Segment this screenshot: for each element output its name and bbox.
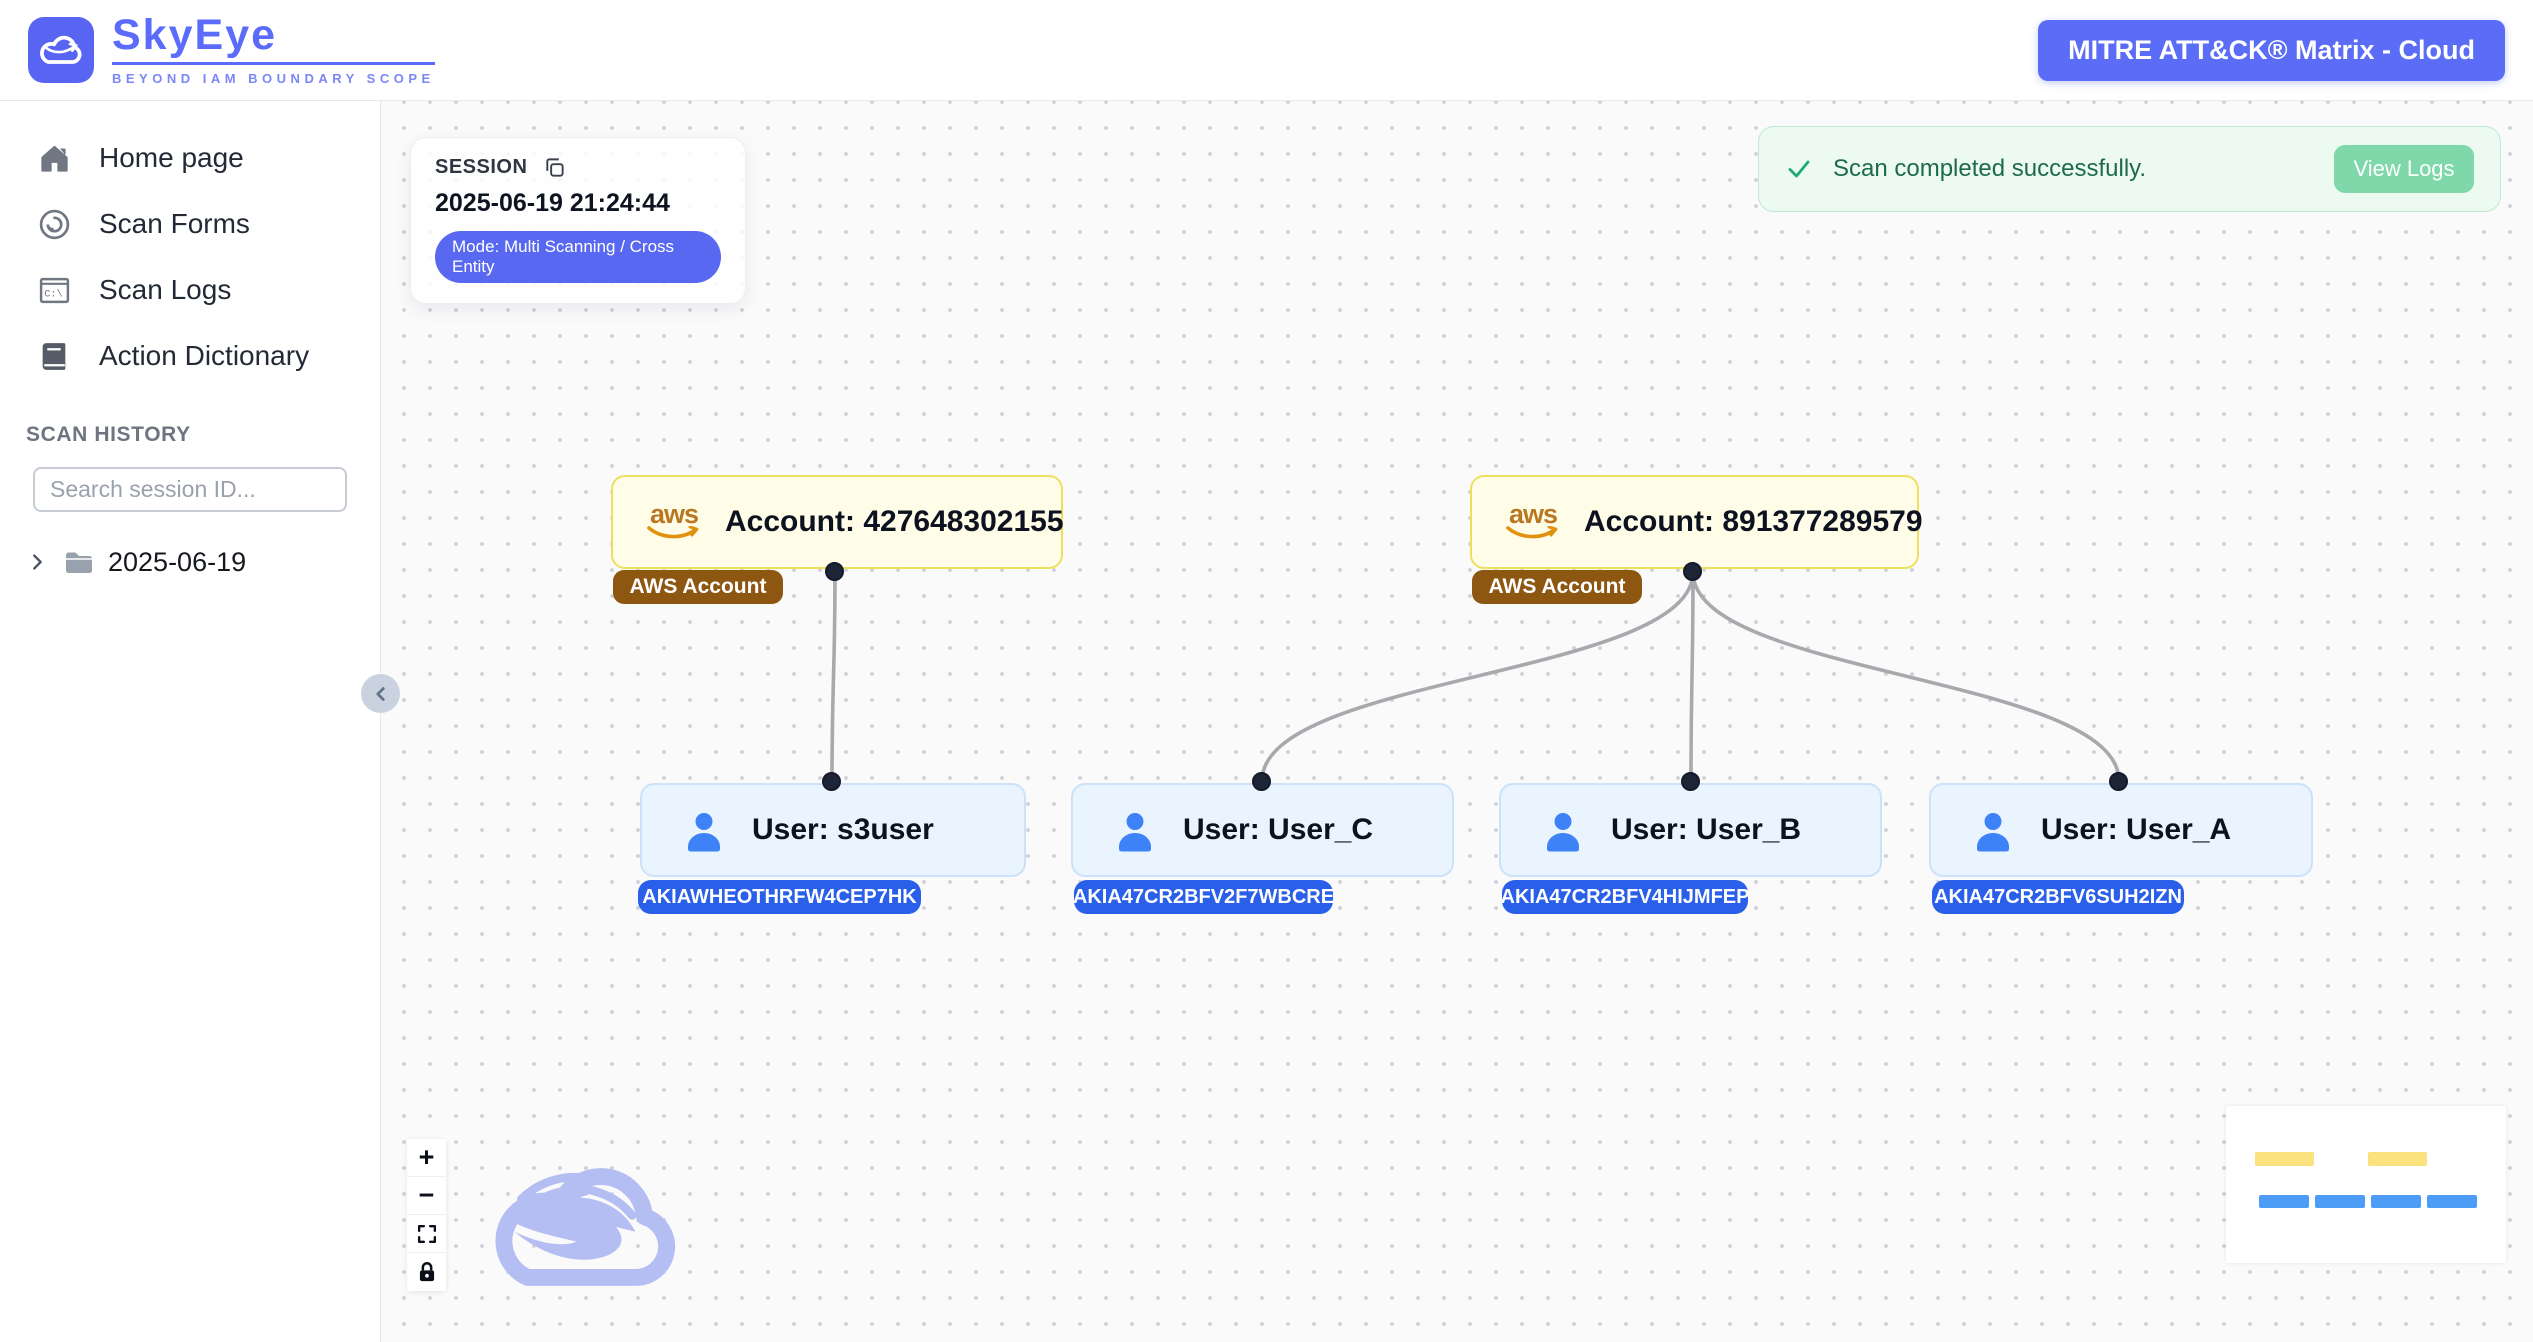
sidebar: Home page Scan Forms C:\ Scan Logs [0,101,381,1342]
sidebar-collapse-button[interactable] [361,674,400,713]
zoom-in-button[interactable]: + [407,1139,446,1177]
user-node-label: User: User_A [2041,813,2232,846]
fit-view-button[interactable] [407,1215,446,1253]
logo-cloud-icon [28,17,94,83]
check-icon [1785,155,1813,183]
edge-account2-userC [1260,571,1695,782]
graph-canvas[interactable]: SESSION 2025-06-19 21:24:44 Mode: Multi … [381,101,2533,1342]
session-card: SESSION 2025-06-19 21:24:44 Mode: Multi … [410,137,746,304]
home-icon [38,142,71,175]
handle-account1-bottom [825,562,844,581]
header: SkyEye BEYOND IAM BOUNDARY SCOPE MITRE A… [0,0,2533,101]
aws-account-type-badge: AWS Account [613,570,783,604]
copy-session-icon[interactable] [543,156,566,179]
minimap-user-node [2427,1195,2477,1208]
user-node-label: User: s3user [752,813,934,846]
minimap-user-node [2259,1195,2309,1208]
chevron-left-icon [370,683,392,705]
lock-button[interactable] [407,1253,446,1291]
node-user-user-b[interactable]: User: User_B [1499,783,1882,877]
user-icon [1113,808,1157,852]
handle-userC-top [1252,772,1271,791]
skyeye-watermark-icon [479,1147,694,1302]
folder-icon [62,546,94,578]
user-icon [1541,808,1585,852]
node-aws-account-427648302155[interactable]: aws Account: 427648302155 [611,475,1064,569]
toast-message: Scan completed successfully. [1833,155,2147,182]
action-dictionary-icon [38,340,71,373]
edge-account2-userB [1689,571,1695,782]
access-key-badge: AKIA47CR2BFV4HIJMFEP [1501,880,1749,914]
sidebar-item-action-dictionary[interactable]: Action Dictionary [0,323,380,389]
scan-complete-toast: Scan completed successfully. View Logs [1758,126,2501,212]
sidebar-item-home-page[interactable]: Home page [0,125,380,191]
zoom-out-button[interactable]: − [407,1177,446,1215]
account-node-label: Account: 891377289579 [1584,505,1923,538]
sidebar-item-label: Scan Forms [99,208,250,239]
node-user-user-c[interactable]: User: User_C [1071,783,1454,877]
scan-history-folder-2025-06-19[interactable]: 2025-06-19 [26,546,380,578]
node-user-s3user[interactable]: User: s3user [640,783,1026,877]
user-node-label: User: User_B [1611,813,1802,846]
wordmark: SkyEye BEYOND IAM BOUNDARY SCOPE [112,14,435,86]
node-aws-account-891377289579[interactable]: aws Account: 891377289579 [1470,475,1923,569]
edge-account1-s3user [830,571,837,782]
minimap-account-node [2255,1152,2314,1166]
user-icon [682,808,726,852]
app-tagline: BEYOND IAM BOUNDARY SCOPE [112,71,435,86]
sidebar-item-scan-forms[interactable]: Scan Forms [0,191,380,257]
handle-userB-top [1681,772,1700,791]
minimap-user-node [2371,1195,2421,1208]
session-timestamp: 2025-06-19 21:24:44 [435,189,670,217]
user-icon [1971,808,2015,852]
access-key-badge: AKIA47CR2BFV6SUH2IZN [1932,880,2184,914]
graph-edges [830,571,2121,782]
scan-forms-icon [38,208,71,241]
account-node-label: Account: 427648302155 [725,505,1064,538]
access-key-badge: AKIA47CR2BFV2F7WBCRE [1073,880,1334,914]
folder-label: 2025-06-19 [108,546,247,577]
canvas-controls: + − [407,1139,446,1291]
aws-logo-icon: aws [1506,501,1560,541]
sidebar-item-label: Scan Logs [99,274,232,305]
mitre-attack-matrix-button[interactable]: MITRE ATT&CK® Matrix - Cloud [2038,19,2505,81]
scan-logs-icon: C:\ [38,274,71,307]
access-key-badge: AKIAWHEOTHRFW4CEP7HK [638,880,921,914]
handle-account2-bottom [1683,562,1702,581]
aws-logo-icon: aws [647,501,701,541]
view-logs-button[interactable]: View Logs [2334,145,2474,193]
scan-history-heading: SCAN HISTORY [26,423,191,446]
chevron-right-icon[interactable] [26,551,48,573]
sidebar-item-label: Home page [99,142,244,173]
app-title: SkyEye [112,14,435,65]
minimap[interactable] [2226,1106,2506,1263]
user-node-label: User: User_C [1183,813,1374,846]
logo[interactable]: SkyEye BEYOND IAM BOUNDARY SCOPE [28,14,435,86]
session-label: SESSION [435,156,528,178]
svg-text:C:\: C:\ [44,288,63,300]
sidebar-item-scan-logs[interactable]: C:\ Scan Logs [0,257,380,323]
minimap-account-node [2368,1152,2427,1166]
aws-account-type-badge: AWS Account [1472,570,1642,604]
handle-s3user-top [822,772,841,791]
edge-account2-userA [1691,571,2121,782]
sidebar-item-label: Action Dictionary [99,340,310,371]
minimap-user-node [2315,1195,2365,1208]
node-user-user-a[interactable]: User: User_A [1929,783,2313,877]
handle-userA-top [2109,772,2128,791]
session-mode-badge: Mode: Multi Scanning / Cross Entity [435,231,721,283]
search-session-input[interactable] [33,467,347,512]
